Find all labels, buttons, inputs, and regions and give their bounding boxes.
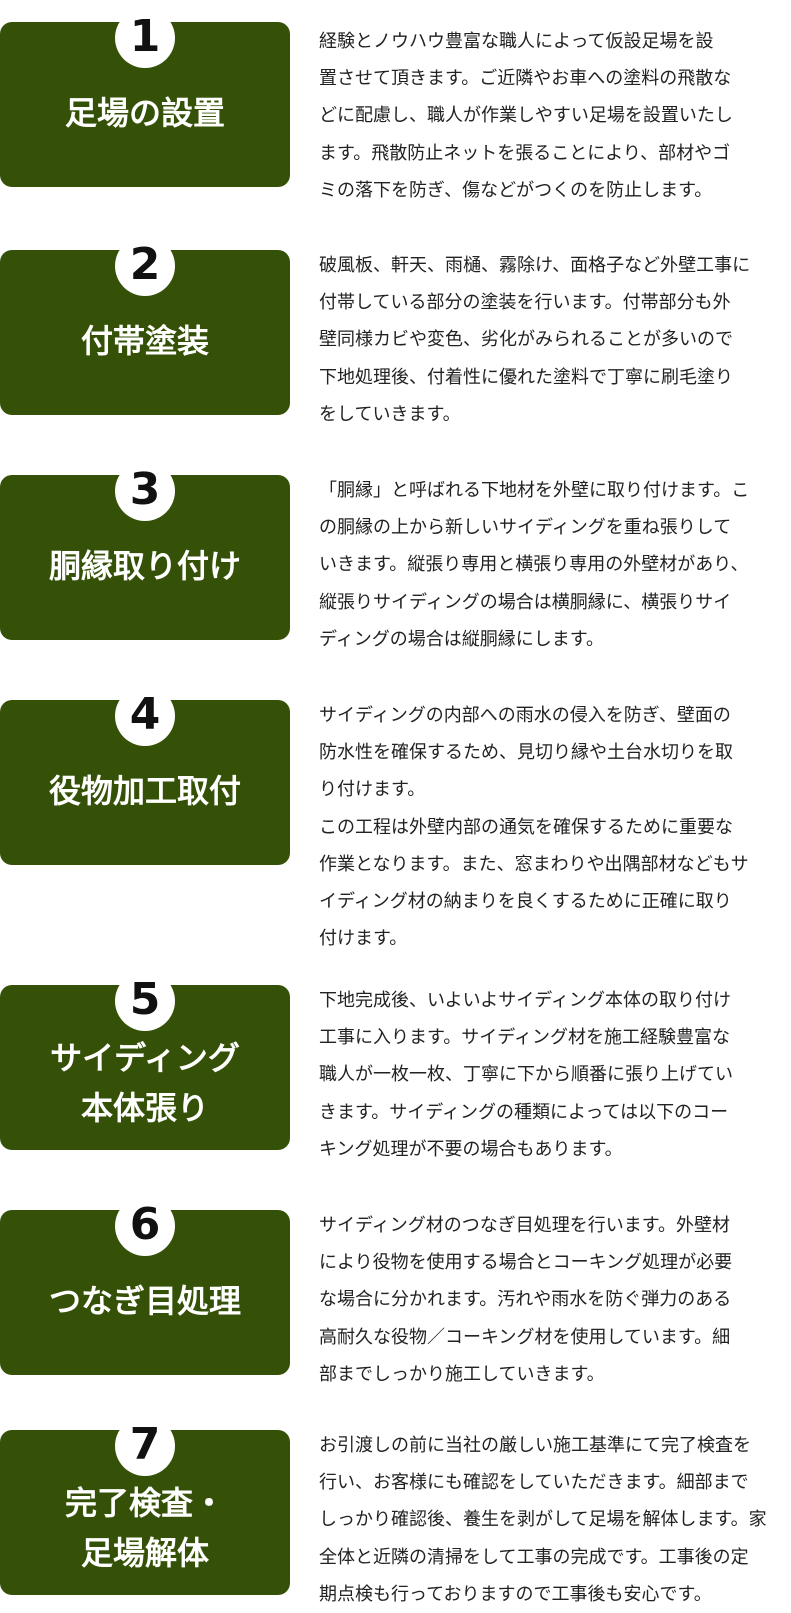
step-description: お引渡しの前に当社の厳しい施工基準にて完了検査を 行い、お客様にも確認をしていた… xyxy=(319,1435,767,1605)
step-title: 完了検査・ 足場解体 xyxy=(64,1484,225,1572)
step-number-badge: 7 xyxy=(115,1416,175,1476)
step-description: 下地完成後、いよいよサイディング本体の取り付け 工事に入ります。サイディング材を… xyxy=(319,990,733,1160)
step-description: 破風板、軒天、雨樋、霧除け、面格子など外壁工事に 付帯している部分の塗装を行いま… xyxy=(319,255,751,425)
step-number-badge: 3 xyxy=(115,461,175,521)
step-box: 7 完了検査・ 足場解体 xyxy=(0,1416,290,1595)
step-title: 足場の設置 xyxy=(64,94,225,132)
step-box: 2 付帯塗装 xyxy=(0,236,290,415)
step-title: 付帯塗装 xyxy=(80,322,209,360)
step-description: サイディング材のつなぎ目処理を行います。外壁材 により役物を使用する場合とコーキ… xyxy=(319,1215,733,1385)
step-box: 4 役物加工取付 xyxy=(0,686,290,865)
step-number-badge: 1 xyxy=(115,8,175,68)
step-description: 経験とノウハウ豊富な職人によって仮設足場を設 置させて頂きます。ご近隣やお車への… xyxy=(319,31,733,201)
step-title: 役物加工取付 xyxy=(48,772,241,810)
step-number-badge: 4 xyxy=(115,686,175,746)
step-number-badge: 2 xyxy=(115,236,175,296)
step-description: 「胴縁」と呼ばれる下地材を外壁に取り付けます。こ の胴縁の上から新しいサイディン… xyxy=(319,480,750,650)
step-description: サイディングの内部への雨水の侵入を防ぎ、壁面の 防水性を確保するため、見切り縁や… xyxy=(319,705,749,950)
step-title: つなぎ目処理 xyxy=(48,1282,241,1320)
step-number-badge: 6 xyxy=(115,1196,175,1256)
step-number-badge: 5 xyxy=(115,971,175,1031)
step-title: 胴縁取り付け xyxy=(48,547,241,585)
step-box: 3 胴縁取り付け xyxy=(0,461,290,640)
step-box: 6 つなぎ目処理 xyxy=(0,1196,290,1375)
step-box: 5 サイディング 本体張り xyxy=(0,971,290,1150)
step-title: サイディング 本体張り xyxy=(50,1039,240,1127)
step-box: 1 足場の設置 xyxy=(0,8,290,187)
